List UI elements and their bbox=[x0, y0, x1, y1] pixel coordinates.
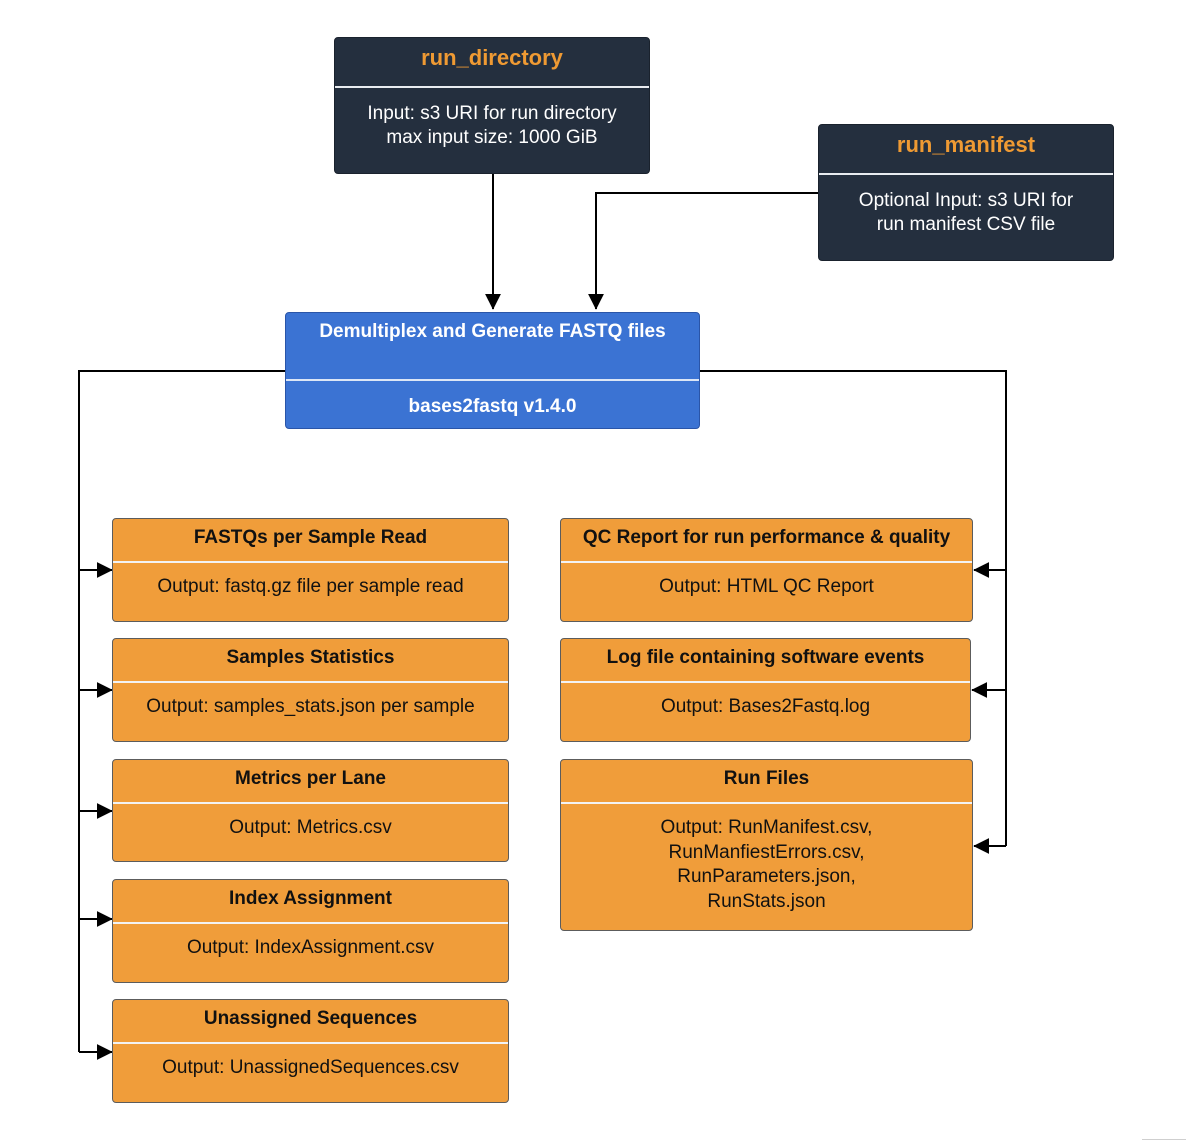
output-title: Log file containing software events bbox=[606, 647, 925, 668]
output-description: Output: UnassignedSequences.csv bbox=[113, 1056, 508, 1081]
output-divider bbox=[561, 561, 972, 563]
output-divider bbox=[113, 802, 508, 804]
output-title: Index Assignment bbox=[229, 888, 392, 909]
output-metrics-per-lane: Metrics per Lane Output: Metrics.csv bbox=[112, 759, 509, 862]
run-manifest-line: run manifest CSV file bbox=[876, 214, 1056, 235]
output-description: Output: RunManifest.csv, RunManfiestErro… bbox=[561, 816, 972, 914]
output-line: Output: fastq.gz file per sample read bbox=[157, 576, 464, 597]
run-directory-divider bbox=[335, 86, 649, 88]
output-samples-statistics: Samples Statistics Output: samples_stats… bbox=[112, 638, 509, 742]
process-tool-version: bases2fastq v1.4.0 bbox=[408, 396, 577, 417]
run-directory-line: max input size: 1000 GiB bbox=[386, 127, 598, 148]
output-description: Output: HTML QC Report bbox=[561, 575, 972, 600]
process-node: Demultiplex and Generate FASTQ files bas… bbox=[285, 312, 700, 429]
run-manifest-node: run_manifest Optional Input: s3 URI for … bbox=[818, 124, 1114, 261]
output-line: Output: samples_stats.json per sample bbox=[146, 696, 475, 717]
output-divider bbox=[561, 681, 970, 683]
output-line: Output: UnassignedSequences.csv bbox=[162, 1057, 459, 1078]
output-line: Output: Metrics.csv bbox=[229, 817, 392, 838]
run-directory-node: run_directory Input: s3 URI for run dire… bbox=[334, 37, 650, 174]
connector-left-trunk bbox=[78, 370, 285, 1052]
run-directory-title: run_directory bbox=[421, 45, 563, 70]
output-title: QC Report for run performance & quality bbox=[582, 527, 951, 548]
output-title: Samples Statistics bbox=[226, 647, 395, 668]
output-title: Metrics per Lane bbox=[235, 768, 386, 789]
output-description: Output: Metrics.csv bbox=[113, 816, 508, 841]
output-divider bbox=[561, 802, 972, 804]
connector-run-manifest-to-process bbox=[588, 192, 818, 310]
output-qc-report: QC Report for run performance & quality … bbox=[560, 518, 973, 622]
output-index-assignment: Index Assignment Output: IndexAssignment… bbox=[112, 879, 509, 983]
output-line: Output: Bases2Fastq.log bbox=[660, 696, 871, 717]
output-description: Output: samples_stats.json per sample bbox=[113, 695, 508, 720]
output-divider bbox=[113, 561, 508, 563]
output-divider bbox=[113, 681, 508, 683]
output-run-files: Run Files Output: RunManifest.csv, RunMa… bbox=[560, 759, 973, 931]
output-line: RunStats.json bbox=[707, 890, 826, 912]
output-description: Output: fastq.gz file per sample read bbox=[113, 575, 508, 600]
process-title: Demultiplex and Generate FASTQ files bbox=[319, 321, 666, 342]
output-title: Run Files bbox=[723, 768, 810, 789]
output-title: FASTQs per Sample Read bbox=[193, 527, 428, 548]
output-description: Output: Bases2Fastq.log bbox=[561, 695, 970, 720]
run-manifest-title: run_manifest bbox=[896, 132, 1036, 157]
run-manifest-description: Optional Input: s3 URI for run manifest … bbox=[819, 189, 1113, 237]
output-divider bbox=[113, 1042, 508, 1044]
output-line: RunManfiestErrors.csv, bbox=[668, 841, 865, 863]
run-manifest-line: Optional Input: s3 URI for bbox=[858, 190, 1074, 211]
run-directory-line: Input: s3 URI for run directory bbox=[367, 103, 617, 124]
process-divider bbox=[286, 379, 699, 381]
output-unassigned-sequences: Unassigned Sequences Output: UnassignedS… bbox=[112, 999, 509, 1103]
connector-right-trunk bbox=[700, 370, 1007, 846]
output-fastqs-per-sample-read: FASTQs per Sample Read Output: fastq.gz … bbox=[112, 518, 509, 622]
run-manifest-divider bbox=[819, 173, 1113, 175]
output-line: Output: RunManifest.csv, bbox=[660, 817, 873, 838]
output-line: Output: IndexAssignment.csv bbox=[186, 937, 435, 958]
output-line: RunParameters.json, bbox=[677, 866, 856, 887]
output-description: Output: IndexAssignment.csv bbox=[113, 936, 508, 961]
output-divider bbox=[113, 922, 508, 924]
output-log-file: Log file containing software events Outp… bbox=[560, 638, 971, 742]
output-title: Unassigned Sequences bbox=[203, 1008, 418, 1029]
output-line: Output: HTML QC Report bbox=[659, 576, 874, 597]
run-directory-description: Input: s3 URI for run directory max inpu… bbox=[335, 102, 649, 150]
corner-mark bbox=[1142, 1139, 1186, 1140]
